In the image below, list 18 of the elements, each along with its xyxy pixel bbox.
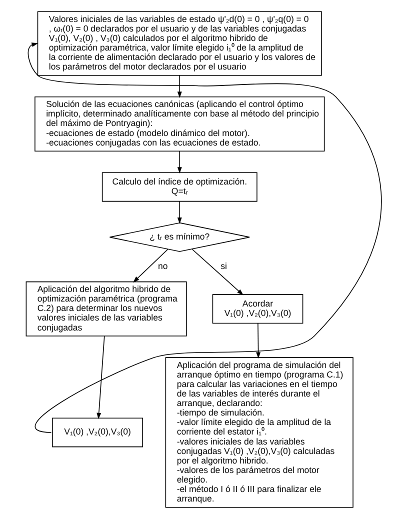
edge-label: no (158, 260, 168, 271)
arrow (176, 150, 182, 174)
node-box: Aplicación del algoritmo hibrido de optimización paramétrica (programa C.2) para determinar los nuevos valores iniciales de las variables conjugadas (25, 281, 186, 336)
arrow (96, 336, 104, 420)
node-box: V₁(0) ,V₂(0),V₃(0) (52, 418, 142, 448)
node-box: Calculo del índice de optimización. Q=tᵣ (101, 172, 257, 202)
node-box: Solución de las ecuaciones canónicas (aplicando el control óptimo implícito, determinado analíticamente con base al método del principio del máximo de Pontryagin): -ecuaciones de estado (modelo dinámico del motor). -ecuaciones conjugadas con las ecuaciones de estado. (34, 96, 324, 152)
arrow (191, 248, 243, 296)
node-box: Acordar V₁(0) ,V₂(0),V₃(0) (212, 294, 303, 324)
edge-label: si (220, 260, 227, 271)
arrow (27, 42, 381, 433)
arrow (132, 248, 168, 283)
arrow (256, 323, 260, 359)
node-diamond: ¿ tᵣ es mínimo? (108, 222, 250, 252)
arrow (176, 201, 182, 224)
arrow (176, 75, 182, 98)
node-box: Valores iniciales de las variables de estado ψ'₂d(0) = 0 , ψ'₂q(0) = 0 , ωᵣ(0) = 0 declarados por el usuario y de las variables conjugadas V₁(0), V₂(0) , V₃(0) calculados por el algoritmo hibrido de optimización paramétrica, valor límite elegido i₁⁰ de la amplitud de la corriente de alimentación declarado por el usuario y los valores de los parámetros del motor declarados por el usuario (36, 11, 322, 76)
node-box: Aplicación del programa de simulación del arranque óptimo en tiempo (programa C.1) para calcular las variaciones en el tiempo de las variables de interés durante el arranque, declarando: -tiempo de simulación. -valor límite elegido de la amplitud de la corriente del estator i₁⁰. -valores iniciales de las variables conjugadas V₁(0) ,V₂(0),V₃(0) calculadas por el algoritmo hibrido. -valores de los parámetros del motor elegido. -el método I ó II ó III para finalizar ele arranque. (164, 357, 353, 508)
